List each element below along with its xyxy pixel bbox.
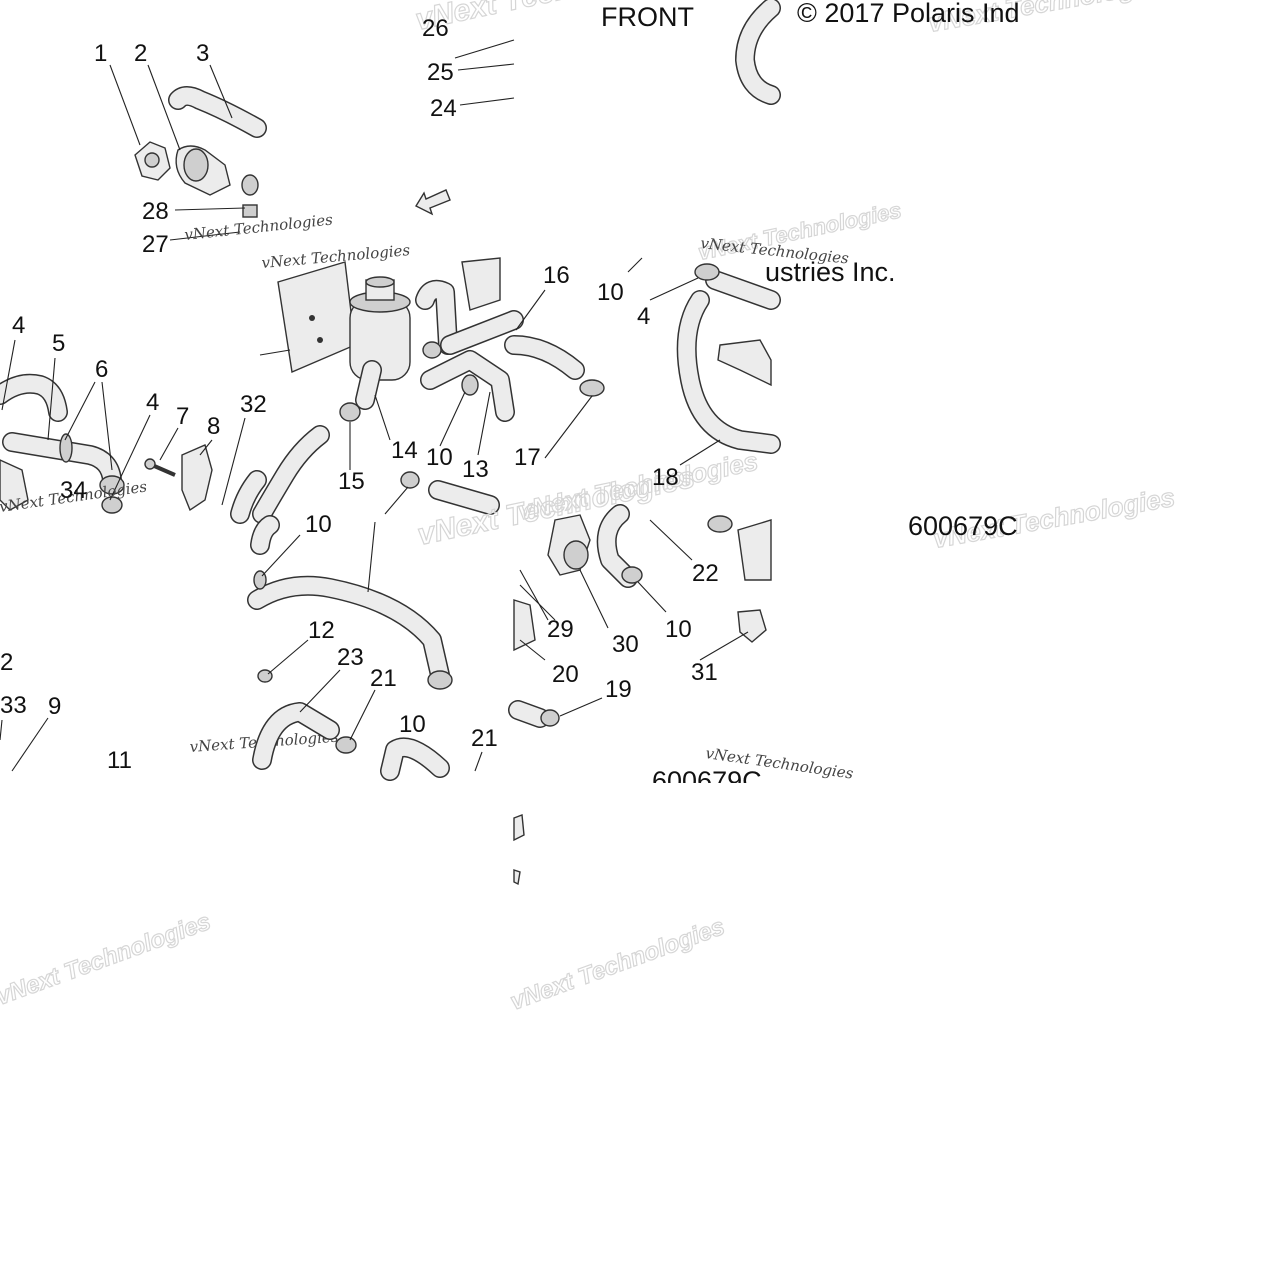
outlet-fitting (0, 459, 29, 511)
callout-12: 12 (308, 617, 335, 644)
support-bracket (461, 257, 501, 311)
tile-top-right (735, 0, 781, 105)
callout-10: 10 (305, 511, 332, 538)
callout-15: 15 (338, 468, 365, 495)
fitting-assembly (717, 339, 772, 387)
callout-17: 17 (514, 444, 541, 471)
callout-5: 5 (52, 330, 65, 357)
callout-8: 8 (207, 413, 220, 440)
callout-1: 1 (94, 40, 107, 67)
callout-2: 2 (134, 40, 147, 67)
front-arrow-icon (415, 189, 451, 216)
drawing-number: 600679C (908, 511, 1018, 541)
callout-3: 3 (196, 40, 209, 67)
callout-34: 34 (60, 477, 87, 504)
callout-18: 18 (652, 464, 679, 491)
callout-23: 23 (337, 644, 364, 671)
callout-20: 20 (552, 661, 579, 688)
callout-31: 31 (691, 659, 718, 686)
callout-7: 7 (176, 403, 189, 430)
callout-30: 30 (612, 631, 639, 658)
mounting-plate (277, 261, 356, 373)
callout-labels: 1 2 3 26 25 24 28 27 4 5 6 4 7 8 32 34 1… (0, 15, 719, 774)
callout-10: 10 (665, 616, 692, 643)
pump-body (513, 599, 536, 652)
callout-10: 10 (597, 279, 624, 306)
tile-fragments: vNext Technologies vNext Technologies (0, 814, 729, 1016)
gasket (737, 519, 772, 581)
front-label: FRONT (601, 2, 694, 32)
callout-11: 11 (107, 747, 132, 774)
callout-6: 6 (95, 356, 108, 383)
callout-26: 26 (422, 15, 449, 42)
callout-4: 4 (12, 312, 25, 339)
tile-top-left: vNext Technologies (109, 64, 334, 244)
callout-4: 4 (146, 389, 159, 416)
callout-19: 19 (605, 676, 632, 703)
callout-14: 14 (391, 437, 418, 464)
callout-22: 22 (692, 560, 719, 587)
copyright-text: © 2017 Polaris Ind (797, 0, 1020, 28)
tile-bottom-right: vNext Technologies vNext Technologies (508, 445, 855, 783)
callout-2: 2 (0, 649, 13, 676)
watermark: vNext Technologies (507, 913, 728, 1016)
callout-9: 9 (48, 693, 61, 720)
tile-mid-left: vNext Technologies (0, 339, 267, 524)
callout-21: 21 (471, 725, 498, 752)
callout-27: 27 (142, 231, 169, 258)
thermostat (737, 609, 767, 643)
callout-13: 13 (462, 456, 489, 483)
callout-21: 21 (370, 665, 397, 692)
callout-29: 29 (547, 616, 574, 643)
callout-25: 25 (427, 59, 454, 86)
watermark: vNext Technologies (0, 908, 214, 1011)
watermark-caption: vNext Technologies (184, 210, 334, 244)
copyright-fragment: ustries Inc. (765, 257, 896, 287)
tile-mid-right: vNext Technologies vNext Technologies (504, 197, 904, 466)
callout-24: 24 (430, 95, 457, 122)
callout-10: 10 (426, 444, 453, 471)
drawing-number-fragment: 600679C (652, 766, 762, 796)
callout-16: 16 (543, 262, 570, 289)
callout-33: 33 (0, 692, 27, 719)
callout-10: 10 (399, 711, 426, 738)
bracket (181, 444, 213, 512)
callout-28: 28 (142, 198, 169, 225)
watermark: vNext Technologies (515, 446, 761, 526)
callout-4: 4 (637, 303, 650, 330)
callout-32: 32 (240, 391, 267, 418)
